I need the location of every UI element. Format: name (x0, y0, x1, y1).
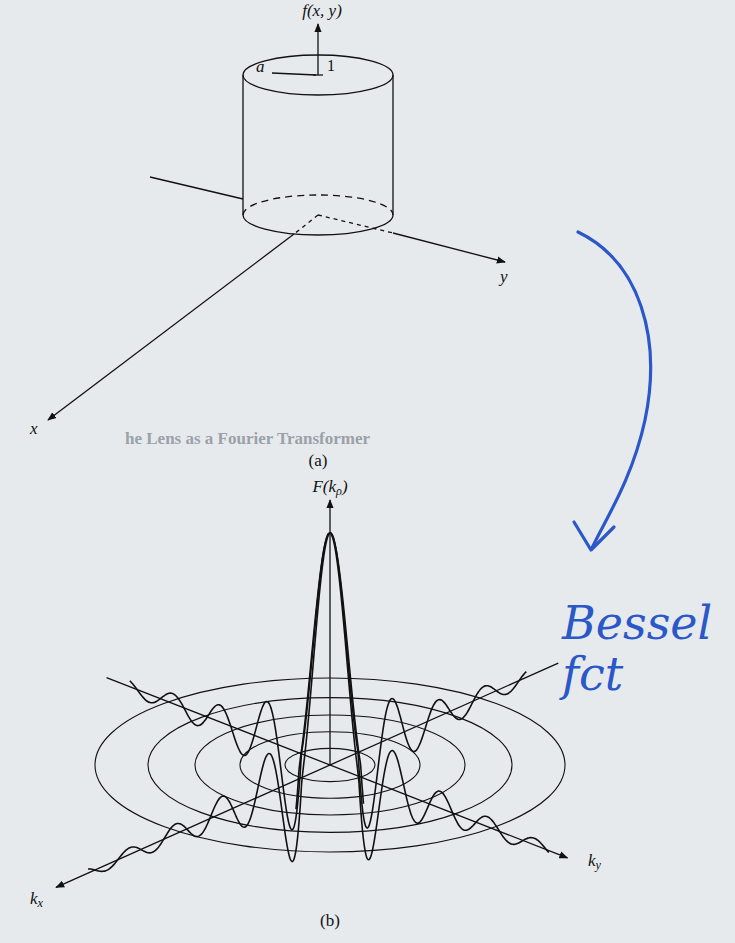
cylinder-top (243, 55, 393, 95)
bessel-curve (296, 533, 364, 809)
y-axis (393, 233, 505, 262)
panel-label: (a) (309, 452, 328, 471)
f-axis (317, 24, 318, 75)
axis-label: x (30, 420, 38, 439)
y-axis-back (150, 177, 243, 199)
radius-leader (272, 73, 316, 75)
k-axes (56, 500, 567, 887)
panel-label: (b) (320, 912, 340, 931)
k-axis (329, 500, 330, 765)
axis-label: ky (588, 852, 601, 871)
x-axis (48, 234, 294, 420)
handwritten-note: Bessel fct (562, 598, 727, 699)
arrow-curve (578, 232, 651, 548)
function-label: F(kρ) (312, 478, 347, 497)
radius-label: a (256, 58, 265, 77)
bessel-curve (88, 533, 526, 871)
axis-label: kx (30, 890, 43, 909)
bessel-profile (88, 533, 549, 871)
cylinder-side (392, 75, 393, 215)
axis-label: y (500, 268, 508, 287)
cylinder-figure (48, 24, 505, 420)
cylinder-side (242, 75, 243, 215)
handwritten-arrow (574, 232, 651, 550)
arrow-head (574, 522, 614, 550)
height-tick (313, 74, 323, 75)
background-heading: he Lens as a Fourier Transformer (125, 430, 370, 449)
cylinder-bottom-back (243, 195, 393, 215)
height-label: 1 (327, 57, 335, 75)
cylinder-bottom-front (243, 215, 393, 235)
function-label: f(x, y) (302, 2, 342, 21)
bessel-curve (130, 533, 549, 860)
x-axis-hidden (294, 215, 318, 234)
y-axis-hidden (318, 215, 393, 233)
